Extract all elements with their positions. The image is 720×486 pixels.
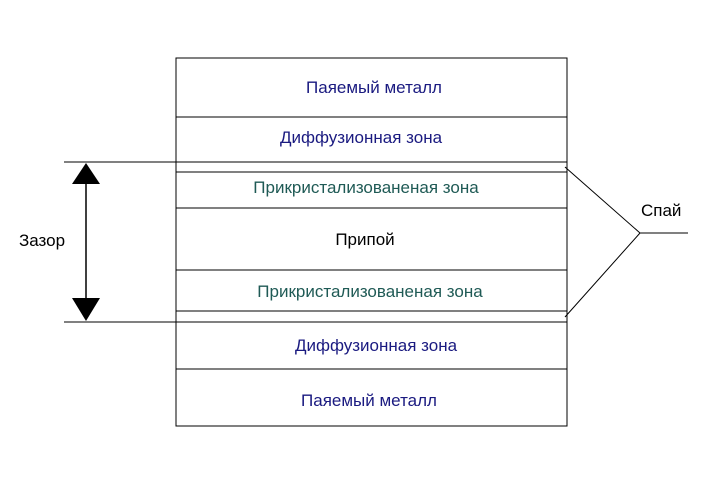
layer-label-crystallized-zone-bottom: Прикристализованеная зона [257,282,483,301]
layer-label-solder: Припой [335,230,395,249]
layer-label-diffusion-zone-top: Диффузионная зона [279,128,443,147]
joint-bracket [564,166,641,318]
gap-arrow-head-up-icon [72,163,100,184]
layer-stack-outline [175,57,568,427]
layer-label-brazed-metal-bottom: Паяемый металл [301,391,437,410]
joint-label: Спай [641,201,682,220]
gap-arrow-head-down-icon [72,298,100,321]
layer-label-crystallized-zone-top: Прикристализованеная зона [253,178,479,197]
gap-label: Зазор [19,231,66,250]
layer-label-diffusion-zone-bottom: Диффузионная зона [294,336,458,355]
layer-label-brazed-metal-top: Паяемый металл [306,78,442,97]
